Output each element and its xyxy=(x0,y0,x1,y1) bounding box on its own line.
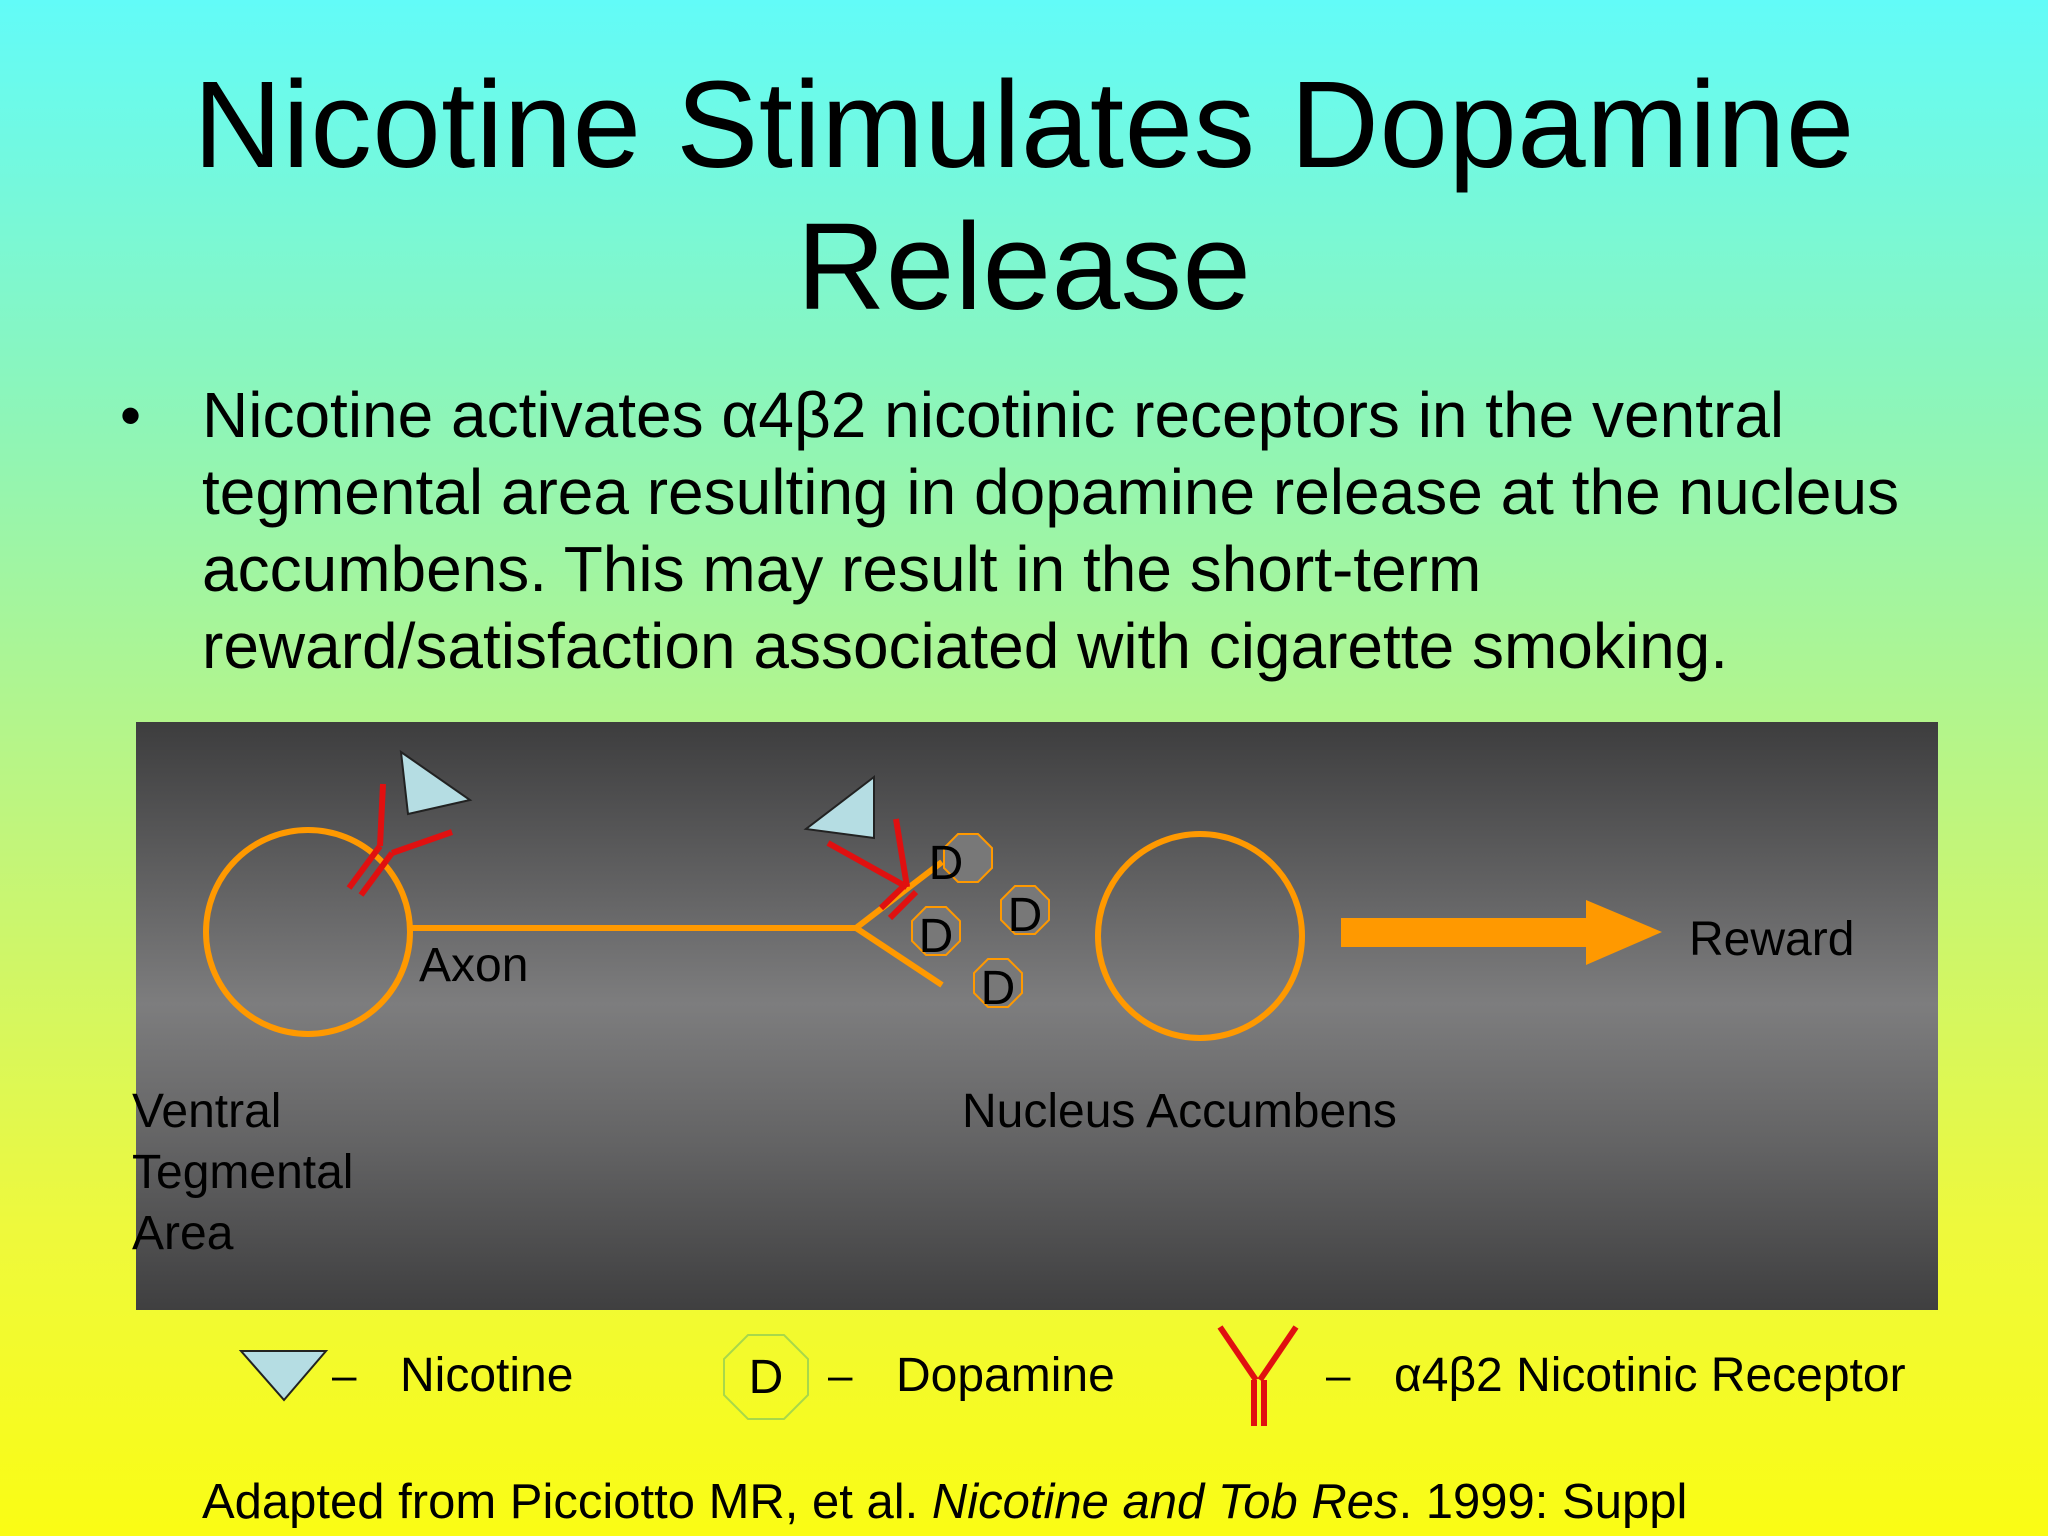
legend-nicotine-label: Nicotine xyxy=(400,1349,574,1402)
slide-title: Nicotine Stimulates Dopamine Release xyxy=(193,57,1855,336)
dopamine-molecule-1 xyxy=(943,833,993,883)
terminal-nicotine-icon xyxy=(803,774,875,840)
legend-dopamine-label: Dopamine xyxy=(896,1349,1115,1402)
dopamine-label-2: D xyxy=(1007,889,1043,942)
receptor-legend-icon xyxy=(1217,1325,1299,1426)
citation-journal: Nicotine and Tob Res xyxy=(931,1475,1399,1529)
vta-nicotine-icon xyxy=(399,749,473,816)
vta-label: Ventral Tegmental Area xyxy=(132,1085,354,1260)
dopamine-label-4: D xyxy=(980,962,1016,1015)
axon-label: Axon xyxy=(419,939,529,992)
dopamine-label-1: D xyxy=(928,837,964,890)
dopamine-molecule-2 xyxy=(1000,885,1050,935)
diagram-graphics xyxy=(203,749,1662,1041)
dopamine-label-3: D xyxy=(918,910,954,963)
dopamine-legend-symbol: D xyxy=(748,1351,784,1404)
axon-terminal-lower xyxy=(854,925,944,988)
legend-dash-receptor: – xyxy=(1326,1351,1351,1400)
citation: Adapted from Picciotto MR, et al. Nicoti… xyxy=(202,1472,1687,1532)
dopamine-molecule-3 xyxy=(911,906,961,956)
bullet-icon: • xyxy=(120,382,142,449)
citation-prefix: Adapted from Picciotto MR, et al. xyxy=(202,1475,932,1529)
dopamine-molecule-4 xyxy=(973,958,1023,1008)
vta-receptor-icon xyxy=(346,783,453,897)
vta-neuron-body xyxy=(203,827,413,1037)
nucleus-accumbens-label: Nucleus Accumbens xyxy=(962,1085,1397,1138)
nicotine-legend-icon xyxy=(238,1350,329,1402)
citation-suffix: . 1999: Suppl xyxy=(1398,1475,1688,1529)
legend-dash-dopamine: – xyxy=(828,1351,853,1400)
terminal-receptor-icon xyxy=(826,818,919,921)
axon-terminal-upper xyxy=(854,859,944,931)
legend-receptor-label: α4β2 Nicotinic Receptor xyxy=(1394,1349,1906,1402)
neuron-diagram: D D D D Axon Reward Nucleus Accumbens Ve… xyxy=(132,722,1938,1310)
reward-arrow xyxy=(1341,900,1662,965)
bullet-text: Nicotine activates α4β2 nicotinic recept… xyxy=(202,379,1900,682)
reward-label: Reward xyxy=(1689,913,1855,966)
dopamine-legend-icon xyxy=(723,1334,809,1420)
legend-dash-nicotine: – xyxy=(332,1351,357,1400)
nucleus-accumbens-body xyxy=(1095,831,1305,1041)
